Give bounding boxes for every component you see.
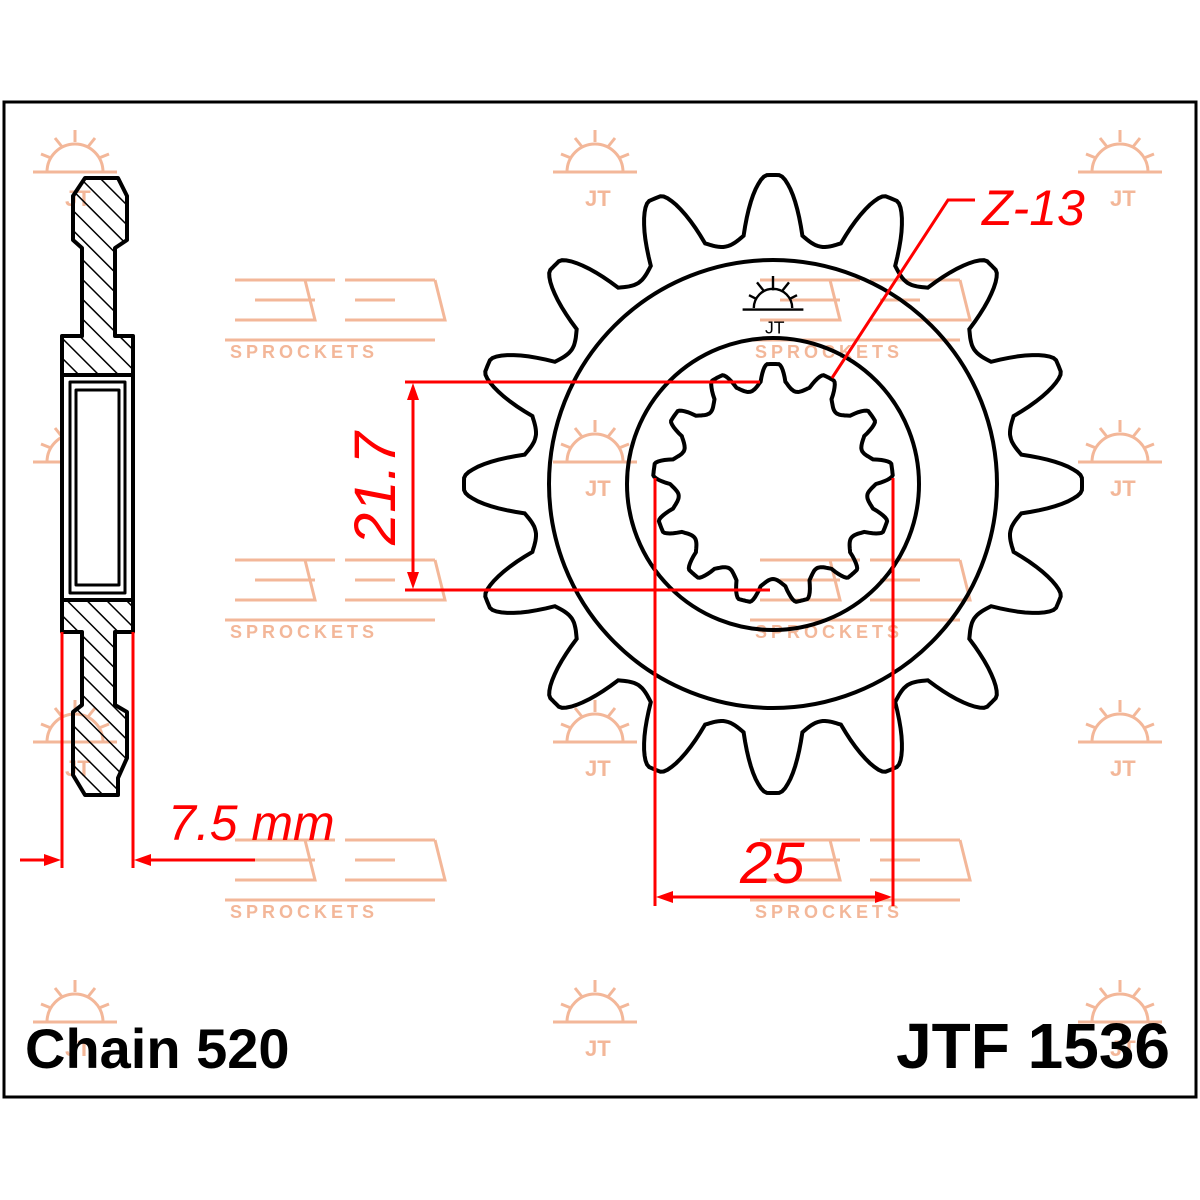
arrowheads-thickness xyxy=(44,854,151,866)
part-number-label: JTF 1536 xyxy=(896,1010,1170,1082)
watermark-sprockets-text: SPROCKETS xyxy=(230,902,378,922)
watermark-sprockets-text: SPROCKETS xyxy=(230,622,378,642)
thickness-dimension: 7.5 mm xyxy=(168,795,335,851)
watermark-sprockets-text: SPROCKETS xyxy=(230,342,378,362)
watermark-sun-icon xyxy=(551,978,639,1063)
watermark-sprockets-text: SPROCKETS xyxy=(755,902,903,922)
profile-bore xyxy=(60,373,135,602)
inner-circle xyxy=(625,336,921,632)
center-logo-text: JT xyxy=(765,318,785,338)
profile-top-section xyxy=(60,176,135,377)
watermark-sun-icon xyxy=(1076,128,1164,213)
hub-circle xyxy=(547,258,999,710)
watermark-sprockets-text: SPROCKETS xyxy=(755,622,903,642)
side-profile xyxy=(60,176,135,797)
dimension-21-7: 21.7 xyxy=(343,429,408,546)
drawing-border xyxy=(2,100,1198,1099)
teeth-count-leader xyxy=(830,198,975,379)
center-logo-icon: JT xyxy=(742,275,804,338)
watermark-sun-icon xyxy=(1076,698,1164,783)
watermark-sun-icon xyxy=(551,128,639,213)
watermark-sun-icon xyxy=(1076,418,1164,503)
watermark-sun-icon xyxy=(551,698,639,783)
chain-size-label: Chain 520 xyxy=(25,1017,290,1080)
watermark-jt-logo xyxy=(223,278,447,342)
profile-bore-inner xyxy=(68,380,127,595)
watermark-layer xyxy=(31,128,1164,1063)
sprocket-teeth-outline xyxy=(462,173,1084,795)
watermark-jt-logo xyxy=(748,558,972,622)
sprocket-front-view xyxy=(462,173,1084,795)
profile-bottom-section xyxy=(60,598,135,797)
watermark-sun-icon xyxy=(551,418,639,503)
spline-bore-outline xyxy=(651,362,895,604)
dimension-lines xyxy=(20,198,975,906)
teeth-count-label: Z-13 xyxy=(981,180,1085,236)
dimension-25: 25 xyxy=(739,831,805,896)
watermark-sprockets-text: SPROCKETS xyxy=(755,342,903,362)
